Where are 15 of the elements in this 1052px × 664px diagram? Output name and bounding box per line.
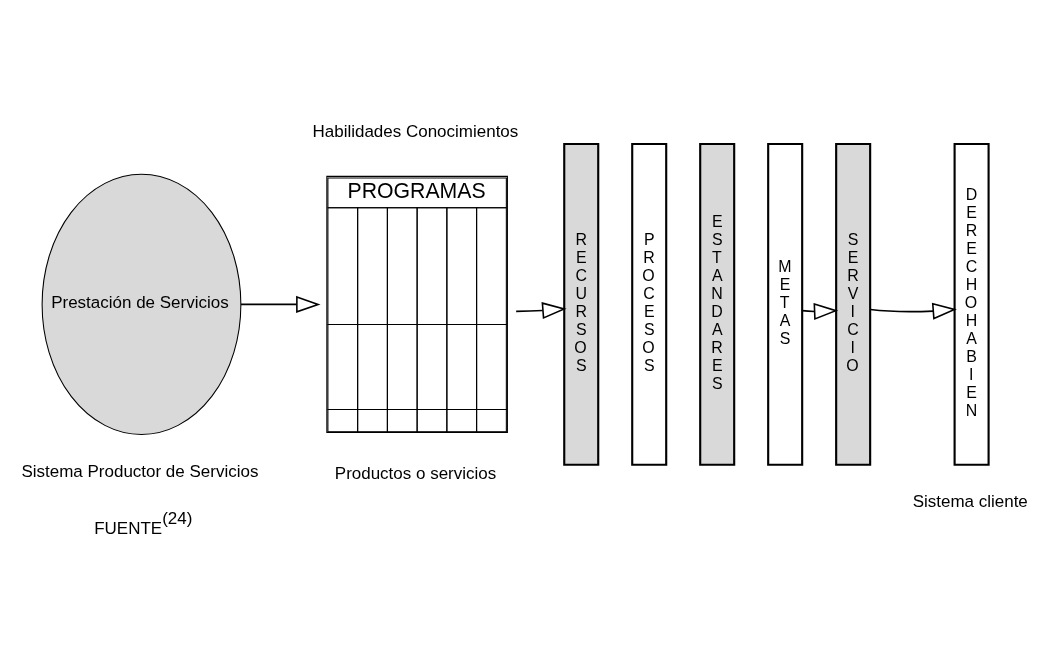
arrow (240, 295, 321, 313)
label: Habilidades Conocimientos (312, 122, 519, 142)
node-box: SERVICIO (835, 142, 872, 466)
node-label: Sistema cliente (912, 492, 1028, 512)
node-box: METAS (767, 142, 804, 466)
arrow (801, 302, 839, 321)
node-label: Productos o servicios (334, 464, 497, 484)
arrow (515, 302, 567, 320)
node-box: ESTANDARES (699, 142, 736, 466)
node-label: Sistema Productor de Servicios (21, 462, 259, 482)
arrow (869, 302, 957, 320)
node-box: DERECHOHABIEN (953, 142, 990, 466)
node-box: PROCESOS (631, 142, 668, 466)
node-ellipse: Prestación de Servicios (41, 173, 242, 436)
node-box: RECURSOS (563, 142, 600, 466)
